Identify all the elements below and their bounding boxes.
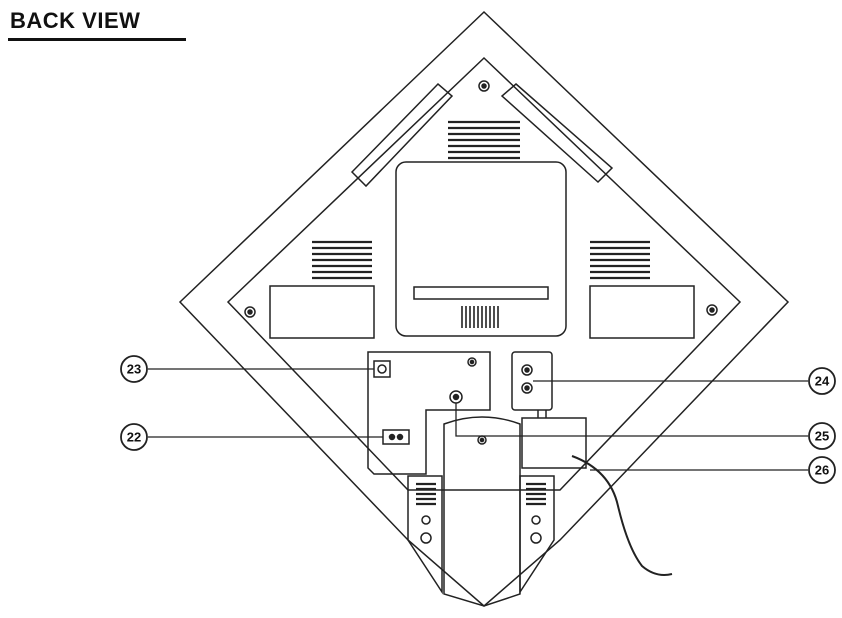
callout-24: 24 [808, 367, 836, 395]
callout-22-label: 22 [127, 430, 141, 445]
left-side-panel [269, 285, 375, 339]
callout-leaders [148, 368, 808, 471]
left-lower-vent [416, 482, 436, 506]
top-vent [448, 120, 520, 160]
left-lower-housing [407, 475, 443, 595]
center-compartment [395, 161, 567, 337]
left-vent [312, 240, 372, 280]
screw-left [244, 306, 256, 318]
callout-24-label: 24 [815, 374, 830, 389]
jack-24-bottom [521, 382, 533, 394]
callout-26-label: 26 [815, 463, 829, 478]
callout-23: 23 [120, 355, 148, 383]
disc-slot [413, 286, 549, 300]
left-connector-panel [367, 351, 491, 475]
right-side-panel [589, 285, 695, 339]
callout-25: 25 [808, 422, 836, 450]
outer-diamond [178, 10, 790, 607]
power-socket-22 [382, 429, 410, 445]
screw-top [478, 80, 490, 92]
title-underline [8, 38, 186, 41]
right-top-rail [500, 83, 614, 184]
right-lower-vent [526, 482, 546, 506]
cable-box [521, 417, 587, 469]
page-title: BACK VIEW [10, 8, 141, 33]
right-lower-housing [519, 475, 555, 595]
callout-25-label: 25 [815, 429, 829, 444]
center-vent [461, 306, 499, 328]
inner-diamond [226, 56, 742, 491]
right-vent [590, 240, 650, 280]
vent-grilles [312, 120, 650, 506]
connector-23 [373, 360, 391, 378]
callout-22: 22 [120, 423, 148, 451]
cable-26 [571, 455, 673, 576]
callout-26: 26 [808, 456, 836, 484]
screw-right [706, 304, 718, 316]
left-top-rail [350, 82, 454, 188]
center-lower-panel [443, 416, 521, 607]
screw-panel [467, 357, 477, 367]
callout-23-label: 23 [127, 362, 141, 377]
jack-24-top [521, 364, 533, 376]
